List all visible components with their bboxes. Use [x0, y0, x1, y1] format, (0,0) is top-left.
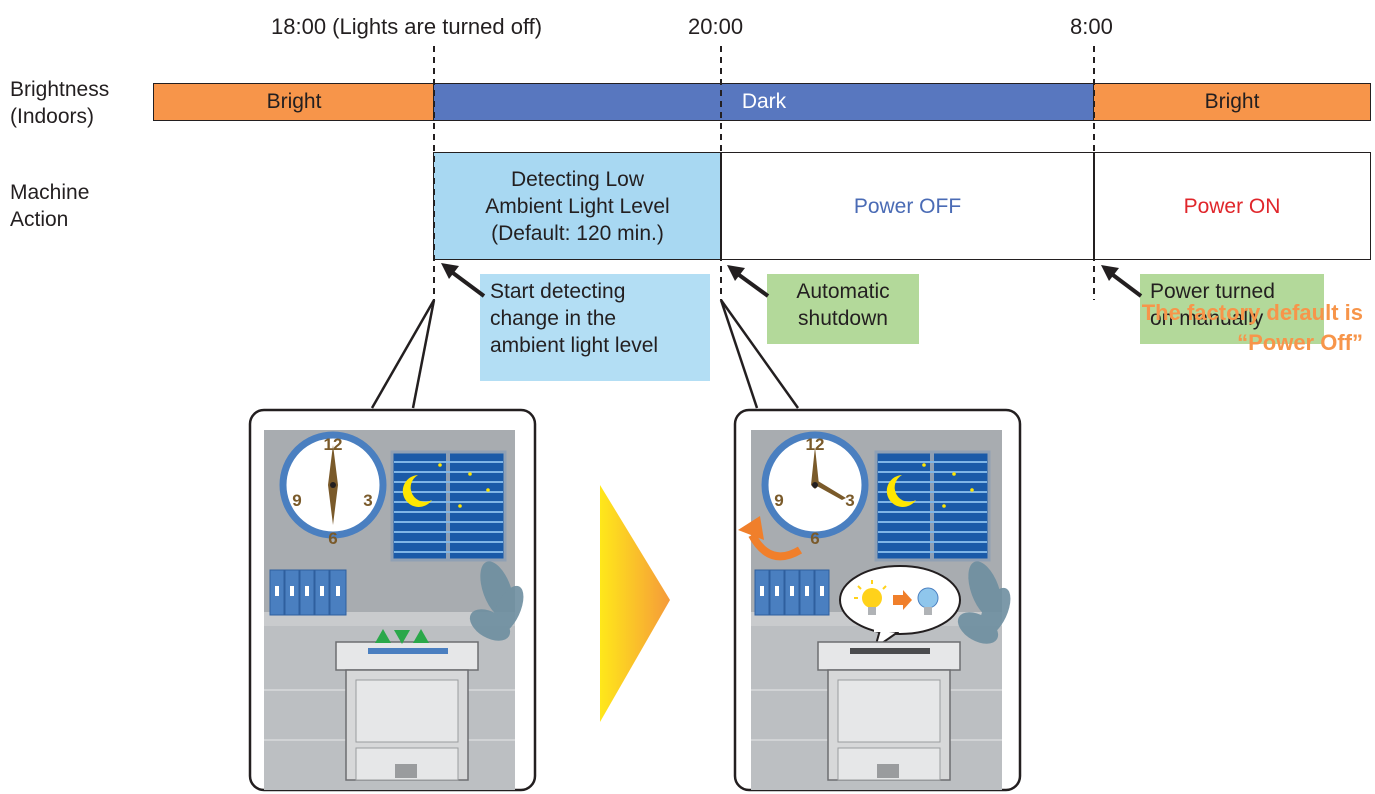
callout-automatic-shutdown: Automatic shutdown [767, 274, 919, 344]
clock-icon: 12 3 6 9 [761, 431, 869, 548]
bright-segment-morning: Bright [1093, 83, 1371, 121]
printer-icon [817, 641, 961, 781]
time-marker-lines [433, 46, 1095, 300]
time-label-lights-off: 18:00 (Lights are turned off) [271, 14, 543, 39]
zoom-connector-lines [370, 299, 800, 409]
light-change-speech-bubble [839, 565, 961, 649]
time-passing-arrow-icon [738, 516, 803, 561]
clock-number-3: 3 [363, 491, 372, 510]
time-label-shutdown: 20:00 [688, 14, 744, 39]
brightness-row-label: Brightness (Indoors) [10, 78, 110, 128]
action-row-label: Machine Action [10, 181, 90, 231]
night-window-icon [874, 450, 991, 562]
printer-icon [335, 641, 479, 781]
dark-segment: Dark [433, 83, 1095, 121]
bright-segment-evening: Bright [153, 83, 435, 121]
scene-panel-shutdown: 12 3 6 9 [733, 408, 1022, 792]
clock-number-12: 12 [806, 435, 825, 454]
callout-pointer-arrows [441, 263, 1143, 298]
clock-icon: 12 3 6 9 [279, 431, 387, 548]
bright-bulb-icon [854, 580, 887, 615]
callout-start-detecting: Start detecting change in the ambient li… [480, 274, 710, 381]
binders-icon [269, 569, 347, 616]
night-window-icon [390, 450, 507, 562]
plant-icon [469, 561, 524, 641]
arrow-right-icon [893, 590, 912, 610]
dim-bulb-icon [917, 587, 939, 615]
plant-icon [957, 561, 1011, 644]
clock-number-3: 3 [845, 491, 854, 510]
scene-panel-detecting: 12 3 6 9 [248, 408, 537, 792]
transition-arrow [600, 485, 670, 722]
clock-number-9: 9 [774, 491, 783, 510]
callout-power-turned-on-manually: Power turned on manually [1140, 274, 1324, 344]
clock-number-12: 12 [324, 435, 343, 454]
factory-default-note: The factory default is “Power Off” [1141, 300, 1363, 355]
sensing-arrows-icon [375, 629, 429, 644]
clock-number-6: 6 [328, 529, 337, 548]
clock-number-9: 9 [292, 491, 301, 510]
clock-number-6: 6 [810, 529, 819, 548]
time-label-morning: 8:00 [1070, 14, 1113, 39]
